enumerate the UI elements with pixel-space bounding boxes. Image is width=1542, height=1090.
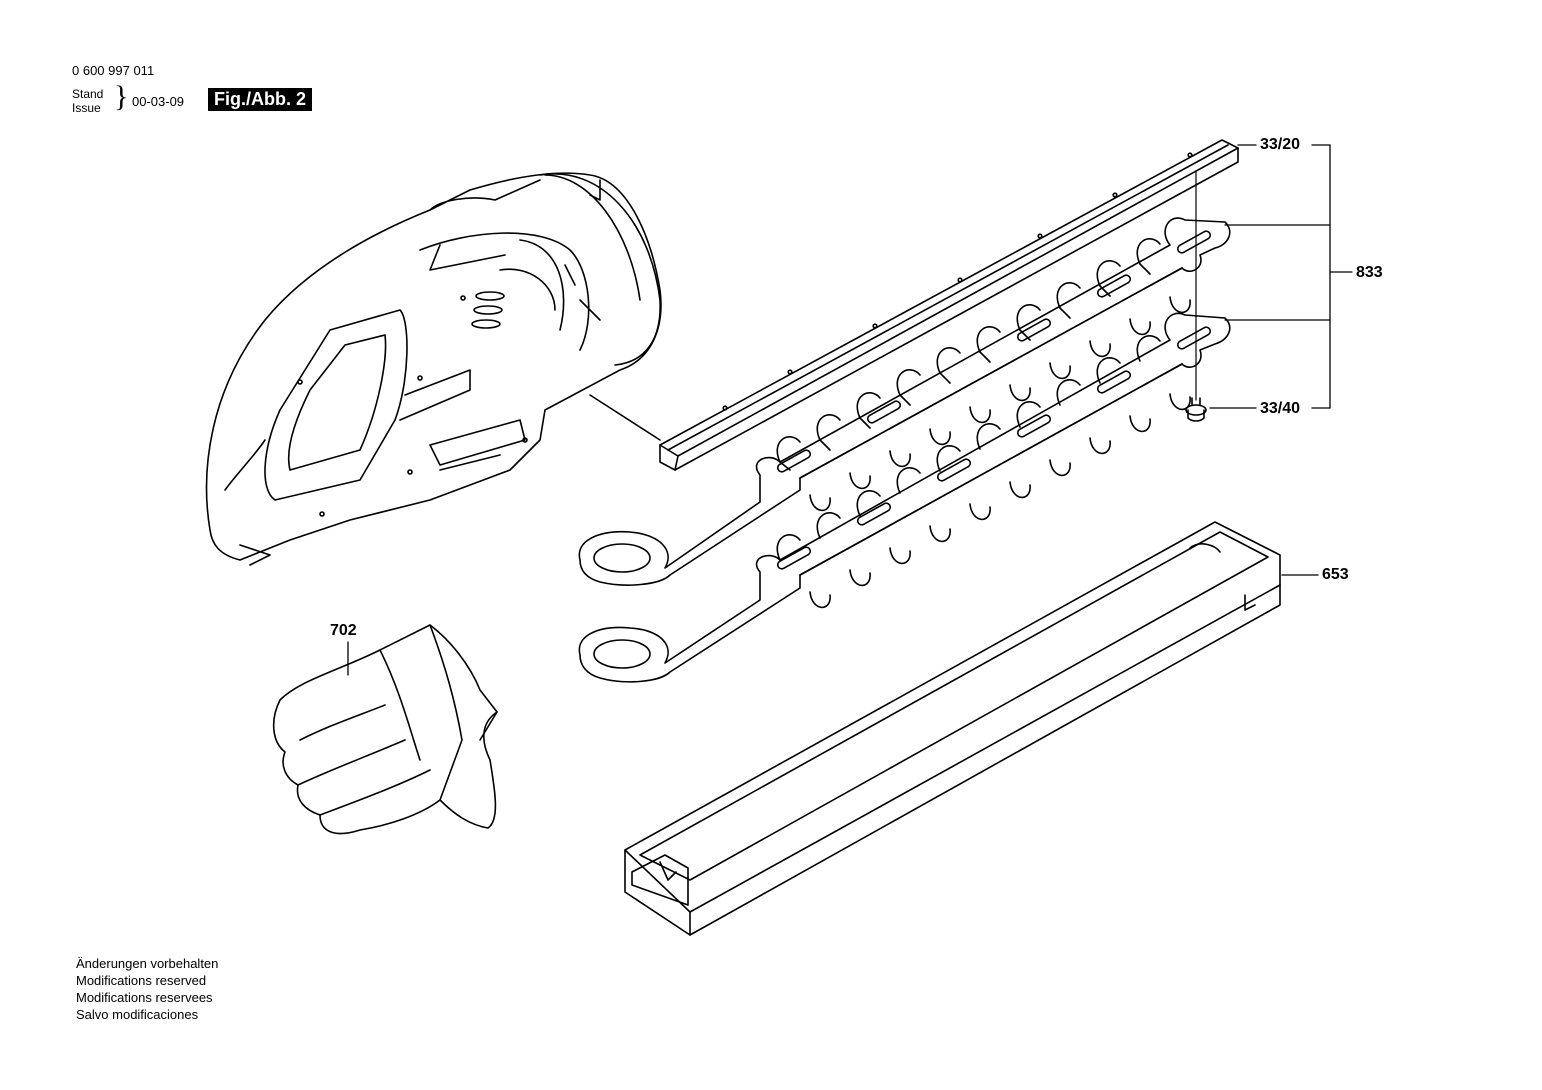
part-number-33-20: 33/20 <box>1260 136 1301 153</box>
document-number: 0 600 997 011 <box>72 63 155 78</box>
stand-issue-labels: Stand Issue <box>72 87 103 115</box>
issue-label: Issue <box>72 101 101 115</box>
trimmer-housing <box>205 172 662 566</box>
blade-guard <box>624 521 1281 936</box>
part-number-653: 653 <box>1322 566 1349 583</box>
footer-line-english: Modifications reserved <box>76 973 207 988</box>
part-number-33-40: 33/40 <box>1260 400 1301 417</box>
glove <box>272 624 498 835</box>
upper-blade <box>578 217 1231 586</box>
stand-label: Stand <box>72 87 104 101</box>
screw <box>1185 171 1207 422</box>
guide-rail <box>659 139 1239 471</box>
footer-line-french: Modifications reservees <box>76 990 213 1005</box>
footer-line-spanish: Salvo modificaciones <box>76 1007 199 1022</box>
leader-lines <box>347 144 1353 676</box>
brace-symbol: } <box>114 80 129 113</box>
footer-line-german: Änderungen vorbehalten <box>76 956 219 971</box>
issue-date: 00-03-09 <box>132 94 185 109</box>
footer-notes: Änderungen vorbehalten Modifications res… <box>76 955 218 1023</box>
lower-blade <box>578 312 1231 683</box>
part-number-702: 702 <box>330 622 357 639</box>
housing-leader-line <box>589 394 661 441</box>
figure-label: Fig./Abb. 2 <box>208 88 312 111</box>
part-number-833: 833 <box>1356 264 1383 281</box>
